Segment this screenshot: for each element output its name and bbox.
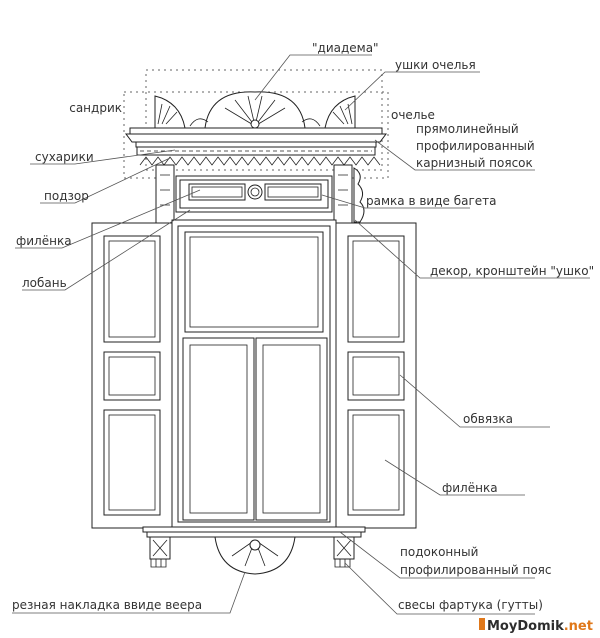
leader-lines — [12, 54, 590, 615]
label-ramka: рамка в виде багета — [366, 194, 496, 208]
watermark-part2: .net — [564, 619, 593, 634]
label-svesy: свесы фартука (гутты) — [398, 598, 543, 612]
label-podzor: подзор — [44, 189, 89, 203]
label-diadema: "диадема" — [312, 41, 379, 55]
label-filenka-top: филёнка — [16, 234, 72, 248]
label-ochelye: очелье — [391, 108, 435, 122]
label-loban: лобань — [22, 276, 67, 290]
right-shutter — [335, 222, 417, 529]
label-sukhariki: сухарики — [35, 150, 94, 164]
guttae-right — [333, 536, 355, 568]
diadema-ornament — [189, 91, 321, 129]
ushki-right-ornament — [324, 95, 356, 129]
loban-panel — [175, 175, 333, 213]
guttae-left — [149, 536, 171, 568]
window-frame — [171, 219, 337, 529]
label-sandrik: сандрик — [69, 101, 122, 115]
left-shutter — [91, 222, 173, 529]
filenka-frame-left — [188, 183, 246, 201]
fan-carving — [214, 536, 296, 575]
ushki-left-ornament — [154, 95, 186, 129]
label-ushki-ochelya: ушки очелья — [395, 58, 476, 72]
label-karniz-line2: профилированный — [416, 139, 535, 153]
label-obvyazka: обвязка — [463, 412, 513, 426]
label-podokonny-line1: подоконный — [400, 545, 478, 559]
sukhariki-band — [136, 146, 381, 166]
sill-belt — [142, 526, 366, 538]
label-reznaya-nakladka: резная накладка ввиде веера — [12, 598, 202, 612]
ushko-bracket — [353, 167, 365, 223]
label-podokonny-line2: профилированный пояс — [400, 563, 552, 577]
label-karniz-line1: прямолинейный — [416, 122, 519, 136]
right-post — [333, 164, 353, 224]
label-filenka-shutter: филёнка — [442, 481, 498, 495]
watermark-part1: MoyDomik — [487, 619, 564, 634]
label-karniz-line3: карнизный поясок — [416, 156, 533, 170]
left-post — [155, 164, 175, 224]
filenka-frame-right — [264, 183, 322, 201]
label-dekor: декор, кронштейн "ушко" — [430, 264, 594, 278]
watermark-text: MoyDomik.net — [487, 619, 593, 634]
cornice-belt — [125, 127, 387, 148]
watermark-logo: MoyDomik.net — [479, 618, 593, 634]
